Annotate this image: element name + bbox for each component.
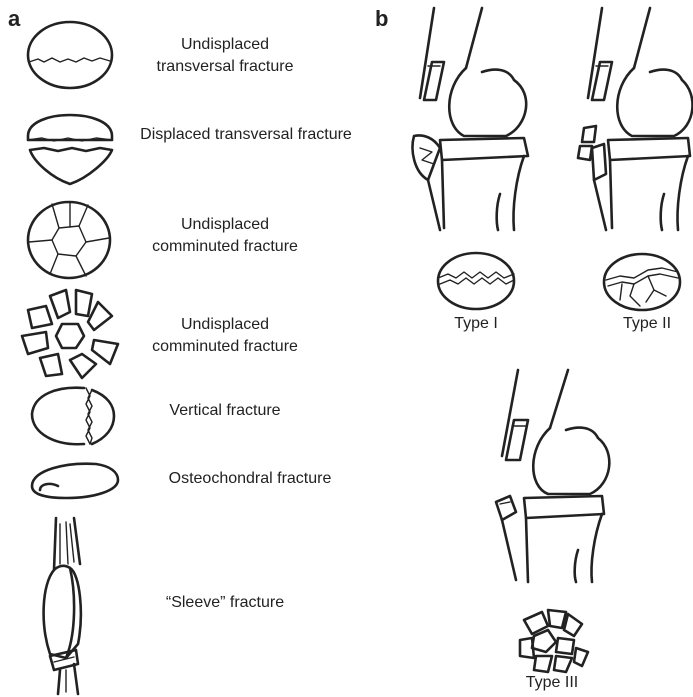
sleeve-fracture-illustration xyxy=(36,514,102,696)
type-iii-patella-illustration xyxy=(512,604,592,676)
vertical-fracture-illustration xyxy=(28,384,116,450)
label-vertical: Vertical fracture xyxy=(140,400,310,422)
type-i-patella-illustration xyxy=(434,250,518,312)
label-undisplaced-comminuted-2: Undisplaced comminuted fracture xyxy=(140,314,310,358)
displaced-transversal-fracture-illustration xyxy=(22,102,118,188)
label-type-ii: Type II xyxy=(605,313,689,335)
label-undisplaced-comminuted-1: Undisplaced comminuted fracture xyxy=(140,214,310,258)
label-undisplaced-transversal: Undisplaced transversal fracture xyxy=(140,34,310,78)
undisplaced-transversal-fracture-illustration xyxy=(22,18,118,92)
panel-a-letter: a xyxy=(8,8,20,30)
knee-type-iii-illustration xyxy=(486,370,616,610)
label-osteochondral: Osteochondral fracture xyxy=(140,468,360,490)
type-ii-patella-illustration xyxy=(600,250,684,314)
undisplaced-comminuted-fracture-illustration xyxy=(24,198,114,282)
label-sleeve: “Sleeve” fracture xyxy=(140,592,310,614)
comminuted-fracture-fragments-illustration xyxy=(18,288,122,382)
knee-type-ii-illustration xyxy=(572,8,693,258)
label-displaced-transversal: Displaced transversal fracture xyxy=(118,124,374,146)
panel-b-letter: b xyxy=(375,8,388,30)
label-type-i: Type I xyxy=(434,313,518,335)
label-type-iii: Type III xyxy=(510,672,594,694)
knee-type-i-illustration xyxy=(404,8,534,258)
osteochondral-fracture-illustration xyxy=(26,456,122,502)
